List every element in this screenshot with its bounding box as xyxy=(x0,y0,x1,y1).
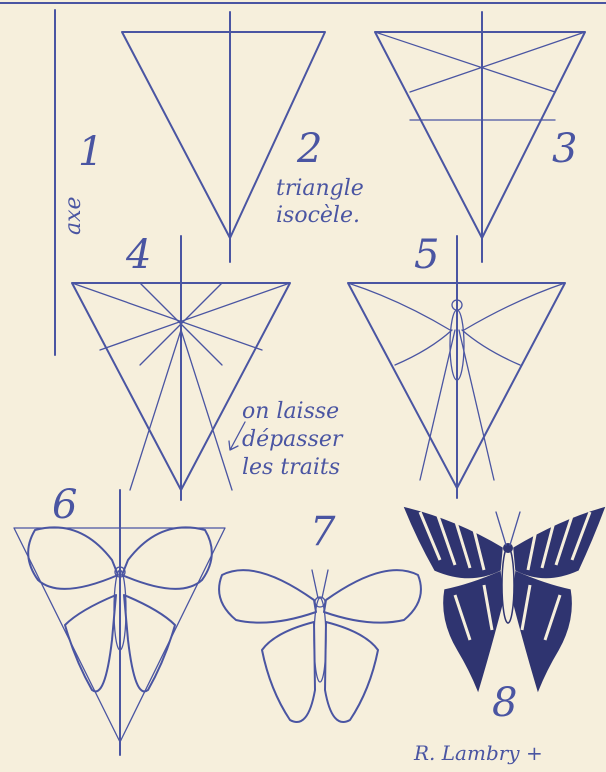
note-line1: on laisse xyxy=(242,399,339,424)
tail-line xyxy=(181,330,232,490)
step-7-number: 7 xyxy=(310,509,336,555)
triangle-label-line2: isocèle. xyxy=(276,203,360,228)
step-8-finished-butterfly: 8 xyxy=(405,508,604,726)
right-hindwing xyxy=(513,572,571,690)
step-3-number: 3 xyxy=(552,126,577,172)
step-1-number: 1 xyxy=(78,129,103,175)
artist-signature: R. Lambry + xyxy=(413,741,543,765)
right-hindwing xyxy=(124,595,175,691)
butterfly-body xyxy=(502,547,514,623)
triangle-label-line1: triangle xyxy=(276,176,364,201)
left-hindwing xyxy=(262,622,315,722)
axis-label: axe xyxy=(61,196,86,235)
step-6-wings: 6 xyxy=(14,482,225,755)
step-8-number: 8 xyxy=(492,680,517,726)
left-forewing xyxy=(219,570,316,623)
left-forewing xyxy=(405,508,502,578)
step-5-number: 5 xyxy=(414,232,439,278)
step-6-number: 6 xyxy=(52,482,77,528)
star-line xyxy=(72,283,262,350)
left-hindwing xyxy=(444,572,503,690)
right-forewing xyxy=(122,527,212,589)
note-line3: les traits xyxy=(242,455,340,480)
step-4-number: 4 xyxy=(125,232,151,278)
right-hindwing xyxy=(325,622,378,722)
butterfly-body xyxy=(314,598,326,682)
butterfly-head xyxy=(503,543,513,553)
antennae xyxy=(496,512,520,545)
note-line2: dépasser xyxy=(242,427,344,452)
star-line xyxy=(100,283,290,350)
overlap-note: on laisse dépasser les traits xyxy=(229,399,344,480)
left-hindwing xyxy=(65,595,116,691)
step-2-number: 2 xyxy=(296,126,322,172)
step-3-cross: 3 xyxy=(375,12,585,262)
step-2-triangle: 2 triangle isocèle. xyxy=(122,12,364,262)
step-5-body: 5 xyxy=(348,232,565,498)
antennae xyxy=(312,570,328,598)
step-1-axis: 1 axe xyxy=(55,10,103,355)
tail-line xyxy=(130,330,181,490)
left-forewing xyxy=(28,527,118,589)
step-7-outline: 7 xyxy=(219,509,421,722)
right-forewing xyxy=(324,570,421,623)
